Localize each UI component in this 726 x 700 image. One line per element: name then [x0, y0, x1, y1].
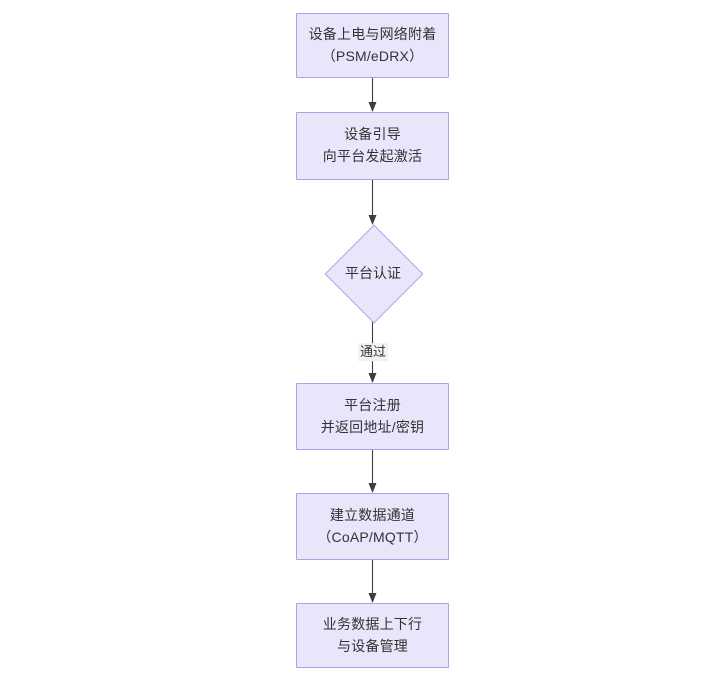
node-label: 设备上电与网络附着 （PSM/eDRX） — [308, 25, 437, 64]
node-label: 平台认证 — [345, 265, 401, 281]
node-label: 设备引导 向平台发起激活 — [322, 126, 423, 164]
node-device-bootstrap[interactable]: 设备引导 向平台发起激活 — [296, 112, 449, 180]
node-label: 建立数据通道 （CoAP/MQTT） — [317, 506, 428, 545]
node-label: 业务数据上下行 与设备管理 — [322, 615, 423, 654]
edge-label-pass: 通过 — [357, 343, 389, 361]
node-platform-registration[interactable]: 平台注册 并返回地址/密钥 — [296, 383, 449, 450]
node-establish-data-channel[interactable]: 建立数据通道 （CoAP/MQTT） — [296, 493, 449, 560]
node-label: 平台注册 并返回地址/密钥 — [320, 396, 425, 435]
node-device-power-on[interactable]: 设备上电与网络附着 （PSM/eDRX） — [296, 13, 449, 78]
node-business-data-and-device-management[interactable]: 业务数据上下行 与设备管理 — [296, 603, 449, 668]
node-platform-authentication[interactable]: 平台认证 — [324, 224, 424, 324]
